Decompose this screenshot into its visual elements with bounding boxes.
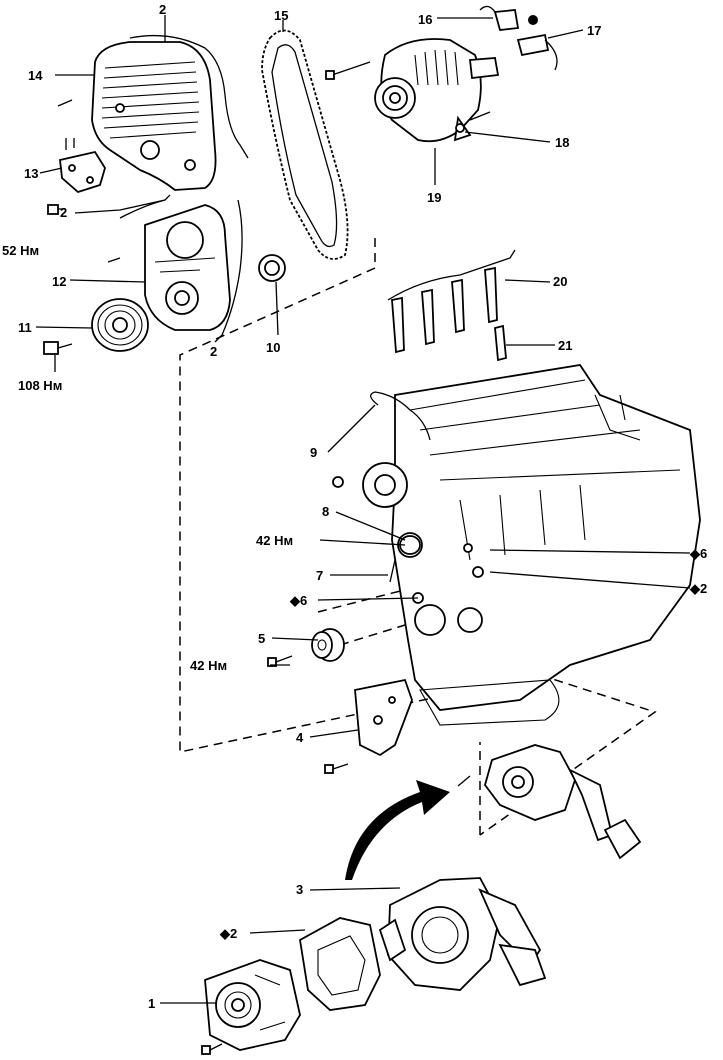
nut-18 xyxy=(455,111,491,133)
pump-gasket xyxy=(299,917,381,1011)
tensioner-pulley xyxy=(311,628,345,662)
callout-14: 14 xyxy=(28,68,43,83)
upper-timing-cover xyxy=(91,41,217,191)
alternator-bolt xyxy=(325,61,371,80)
callout-1: 1 xyxy=(148,996,155,1011)
callout-12: 12 xyxy=(52,274,66,289)
pump-bolt xyxy=(201,1043,223,1055)
bracket-bolt xyxy=(324,763,349,774)
cover-seal-top xyxy=(129,34,249,159)
connector-17 xyxy=(516,33,558,71)
pulley-bolt-108nm xyxy=(43,341,73,355)
connector-16 xyxy=(479,5,538,31)
callout-13: 13 xyxy=(24,166,38,181)
spark-plug xyxy=(494,324,507,362)
cover-seal-left xyxy=(119,194,171,219)
callout-15: 15 xyxy=(274,8,288,23)
curved-arrow xyxy=(345,780,450,880)
cover-seal-right xyxy=(221,199,243,336)
callout-11: 11 xyxy=(18,320,32,335)
torque-108nm: 108 Нм xyxy=(18,378,62,393)
callout-20: 20 xyxy=(553,274,567,289)
pump-housing xyxy=(378,877,547,991)
callout-labels: 2 14 15 16 17 18 19 13 2 52 Нм 12 11 108… xyxy=(2,2,707,1011)
callout-10: 10 xyxy=(266,340,280,355)
leader-lines xyxy=(35,15,691,1004)
timing-belt xyxy=(261,29,349,260)
callout-19: 19 xyxy=(427,190,441,205)
callout-9: 9 xyxy=(310,445,317,460)
tensioner-bolt xyxy=(267,655,293,667)
callout-2-left: 2 xyxy=(60,205,67,220)
oil-seal xyxy=(258,254,286,282)
engine-mount-bracket xyxy=(59,138,106,194)
ignition-coils xyxy=(387,249,516,354)
alternator xyxy=(374,38,500,143)
callout-8: 8 xyxy=(322,504,329,519)
bolt-small-mid xyxy=(107,257,121,263)
pump-bracket xyxy=(354,678,413,757)
stud-7 xyxy=(389,559,396,583)
timing-belt-plate xyxy=(144,204,231,331)
water-pump xyxy=(204,959,301,1051)
callout-2-gasket: ◆2 xyxy=(219,926,237,941)
callout-3: 3 xyxy=(296,882,303,897)
callout-5: 5 xyxy=(258,631,265,646)
callout-21: 21 xyxy=(558,338,572,353)
callout-6-left: ◆6 xyxy=(289,593,307,608)
callout-17: 17 xyxy=(587,23,601,38)
crankshaft-pulley xyxy=(91,298,149,352)
callout-16: 16 xyxy=(418,12,432,27)
torque-52nm: 52 Нм xyxy=(2,243,39,258)
pump-assembly-inset xyxy=(457,744,642,860)
torque-42nm-upper: 42 Нм xyxy=(256,533,293,548)
torque-42nm-lower: 42 Нм xyxy=(190,658,227,673)
callout-2-engine-right: ◆2 xyxy=(689,581,707,596)
callout-18: 18 xyxy=(555,135,569,150)
bolt-small-left xyxy=(57,99,73,107)
callout-4: 4 xyxy=(296,730,304,745)
callout-6-right: ◆6 xyxy=(689,546,707,561)
engine-block xyxy=(332,364,701,726)
callout-7: 7 xyxy=(316,568,323,583)
callout-2-bottom-left: 2 xyxy=(210,344,217,359)
callout-2-top: 2 xyxy=(159,2,166,17)
bolt-52nm xyxy=(47,204,66,215)
